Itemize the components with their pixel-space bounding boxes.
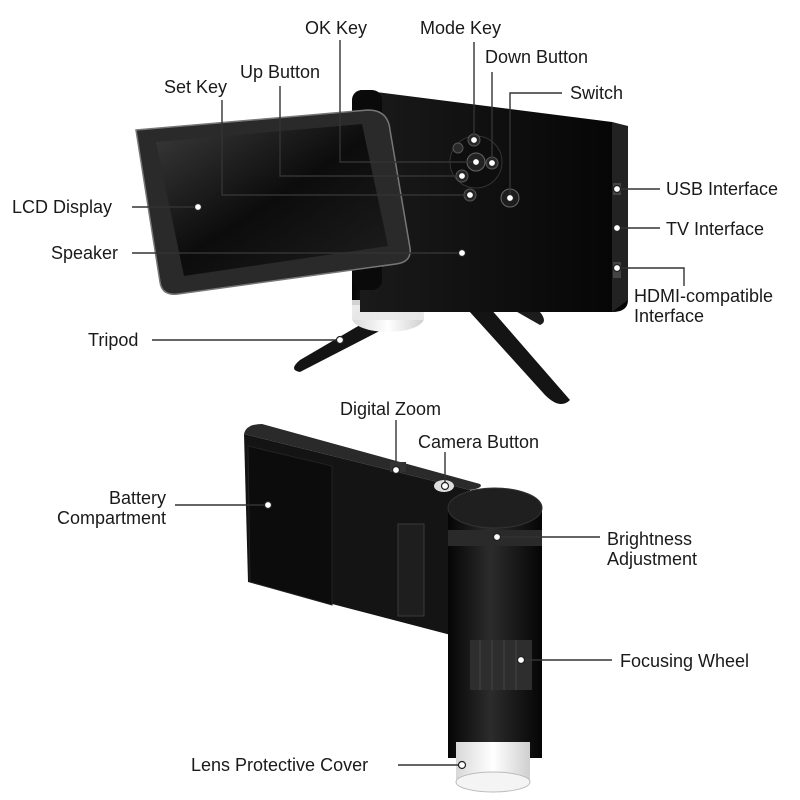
battery-cover: [247, 445, 333, 606]
label-speaker: Speaker: [51, 243, 119, 263]
label-hdmi-interface: HDMI-compatible Interface: [634, 286, 774, 326]
leader-dots: [193, 135, 622, 770]
label-up-button: Up Button: [240, 62, 321, 82]
focusing-wheel-ring: [470, 640, 532, 690]
bottom-device: [244, 424, 543, 793]
label-ok-key: OK Key: [305, 18, 368, 38]
leader-up-button: [279, 86, 462, 177]
label-down-button: Down Button: [485, 47, 589, 67]
label-switch: Switch: [570, 83, 624, 103]
label-brightness-adjustment: Brightness Adjustment: [607, 529, 698, 569]
top-device: [135, 90, 628, 404]
leader-lines: [132, 40, 685, 766]
label-battery-compartment: Battery Compartment: [56, 488, 166, 528]
label-usb-interface: USB Interface: [666, 179, 779, 199]
leader-set-key: [221, 100, 470, 196]
device-body-top: [360, 90, 628, 312]
leader-switch: [509, 92, 562, 198]
lcd-screen: [156, 124, 388, 276]
label-camera-button: Camera Button: [418, 432, 540, 452]
label-set-key: Set Key: [164, 77, 228, 97]
label-focusing-wheel: Focusing Wheel: [620, 651, 750, 671]
leader-ok-key: [339, 40, 476, 163]
tube-top: [447, 487, 543, 529]
leader-hdmi: [617, 267, 685, 286]
label-lcd-display: LCD Display: [12, 197, 113, 217]
lens-tube: [448, 508, 542, 758]
label-plate: [397, 523, 425, 617]
label-tripod: Tripod: [88, 330, 139, 350]
label-tv-interface: TV Interface: [666, 219, 765, 239]
tripod-leg-right: [450, 285, 570, 404]
label-lens-protective-cover: Lens Protective Cover: [191, 755, 369, 775]
label-digital-zoom: Digital Zoom: [340, 399, 442, 419]
label-mode-key: Mode Key: [420, 18, 502, 38]
